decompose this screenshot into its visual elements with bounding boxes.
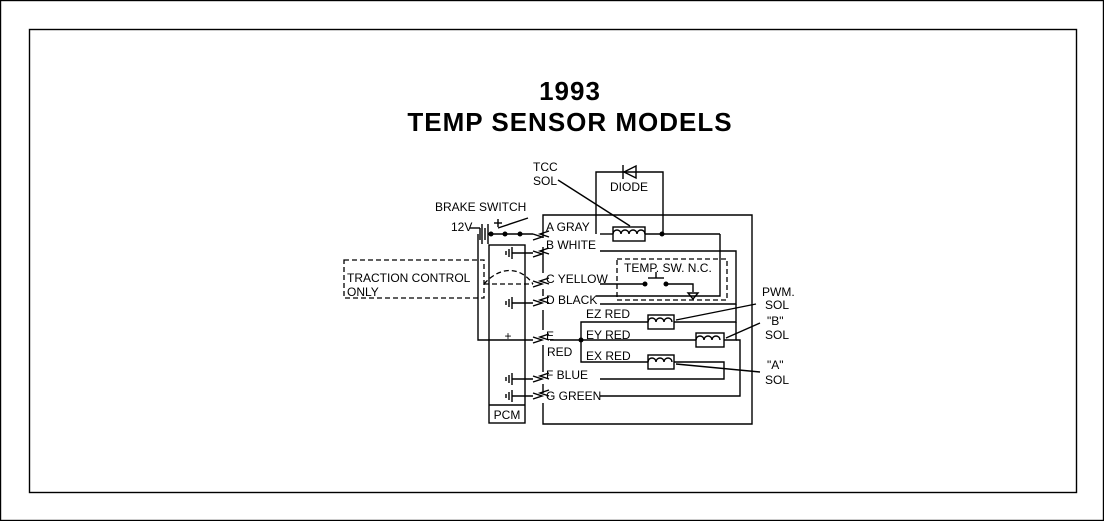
title-subtitle: TEMP SENSOR MODELS xyxy=(407,107,732,137)
a-sol-label: SOL xyxy=(765,373,789,387)
brake-switch-label: BRAKE SWITCH xyxy=(435,200,526,214)
red-bus-wire: EZ RED EY RED EX RED xyxy=(550,307,696,363)
ground-icon xyxy=(505,297,533,309)
pin-b-label: B WHITE xyxy=(546,238,596,252)
pin-e-label: E xyxy=(546,329,554,343)
traction-control-box: TRACTION CONTROL ONLY xyxy=(343,259,534,299)
pin-d-label: D BLACK xyxy=(546,293,597,307)
ground-symbols xyxy=(505,247,533,402)
pin-f-label: F BLUE xyxy=(546,368,588,382)
pwm-label: PWM. xyxy=(762,285,795,299)
temp-switch-label: TEMP. SW. N.C. xyxy=(624,261,712,275)
b-sol-label: SOL xyxy=(765,328,789,342)
ez-red-label: EZ RED xyxy=(586,307,630,321)
battery-icon xyxy=(470,224,533,244)
ground-icon xyxy=(505,373,533,385)
traction-label-2: ONLY xyxy=(347,285,379,299)
title-year: 1993 xyxy=(539,76,601,106)
pcm-power-wire xyxy=(477,234,533,341)
pcm-plus: + xyxy=(504,329,511,343)
tcc-sol-label: SOL xyxy=(533,174,557,188)
pwm-solenoid-icon xyxy=(647,303,757,330)
diode-icon: DIODE xyxy=(595,164,664,234)
green-wire xyxy=(600,339,741,397)
connector-box xyxy=(542,214,753,425)
brake-switch-icon xyxy=(488,217,529,237)
pin-g-label: G GREEN xyxy=(546,389,601,403)
pwm-sol-label: SOL xyxy=(765,298,789,312)
ground-icon xyxy=(505,247,533,259)
12v-label: 12V xyxy=(451,220,472,234)
ex-red-label: EX RED xyxy=(586,349,631,363)
tcc-solenoid-icon xyxy=(600,226,720,242)
pin-c-label: C YELLOW xyxy=(546,272,608,286)
traction-label-1: TRACTION CONTROL xyxy=(347,271,471,285)
pcm-module: PCM + xyxy=(488,244,526,424)
tcc-return-wire xyxy=(596,234,721,297)
temp-switch-box: TEMP. SW. N.C. xyxy=(600,258,728,301)
diode-label: DIODE xyxy=(610,180,648,194)
a-solenoid-icon xyxy=(600,354,761,380)
ground-icon xyxy=(505,390,533,402)
pcm-label: PCM xyxy=(494,408,521,422)
pin-e-red-label: RED xyxy=(547,345,573,359)
pin-a-label: A GRAY xyxy=(546,220,590,234)
a-label: "A" xyxy=(767,358,784,372)
ey-red-label: EY RED xyxy=(586,328,631,342)
b-label: "B" xyxy=(767,314,784,328)
white-wire xyxy=(600,250,737,305)
tcc-leader xyxy=(557,179,631,227)
b-solenoid-icon xyxy=(695,322,761,348)
tcc-label: TCC xyxy=(533,160,558,174)
inner-frame xyxy=(28,28,1078,494)
connector-arrows xyxy=(532,230,550,400)
